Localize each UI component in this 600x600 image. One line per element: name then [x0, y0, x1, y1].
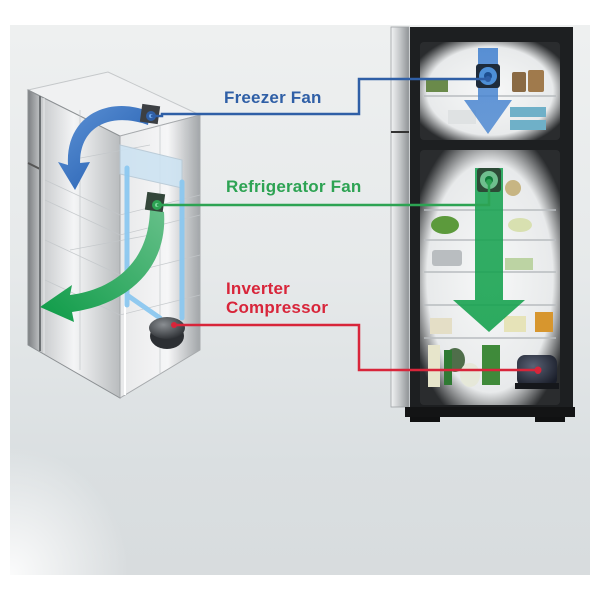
inverter-compressor-label-line1: Inverter	[226, 279, 290, 298]
inverter-compressor-label: Inverter Compressor	[226, 279, 328, 317]
inverter-compressor-label-line2: Compressor	[226, 298, 329, 317]
freezer-airflow-arrow	[58, 106, 150, 190]
refrigerator-fan-icon	[144, 191, 166, 213]
cutaway-fridge	[26, 71, 202, 399]
floor-highlight	[10, 445, 130, 575]
refrigerator-fan-label: Refrigerator Fan	[226, 177, 362, 196]
fridge-connector	[157, 182, 491, 207]
compressor-icon	[149, 317, 185, 349]
freezer-connector	[151, 77, 488, 118]
freezer-fan-icon	[139, 103, 161, 125]
connector-lines	[151, 77, 538, 372]
compressor-connector	[174, 323, 538, 372]
freezer-airflow-arrow-front	[464, 48, 512, 134]
freezer-fan-label: Freezer Fan	[224, 88, 322, 107]
fridge-airflow-arrow	[40, 207, 165, 322]
fridge-airflow-arrow-front	[453, 168, 525, 332]
open-fridge	[390, 26, 575, 422]
